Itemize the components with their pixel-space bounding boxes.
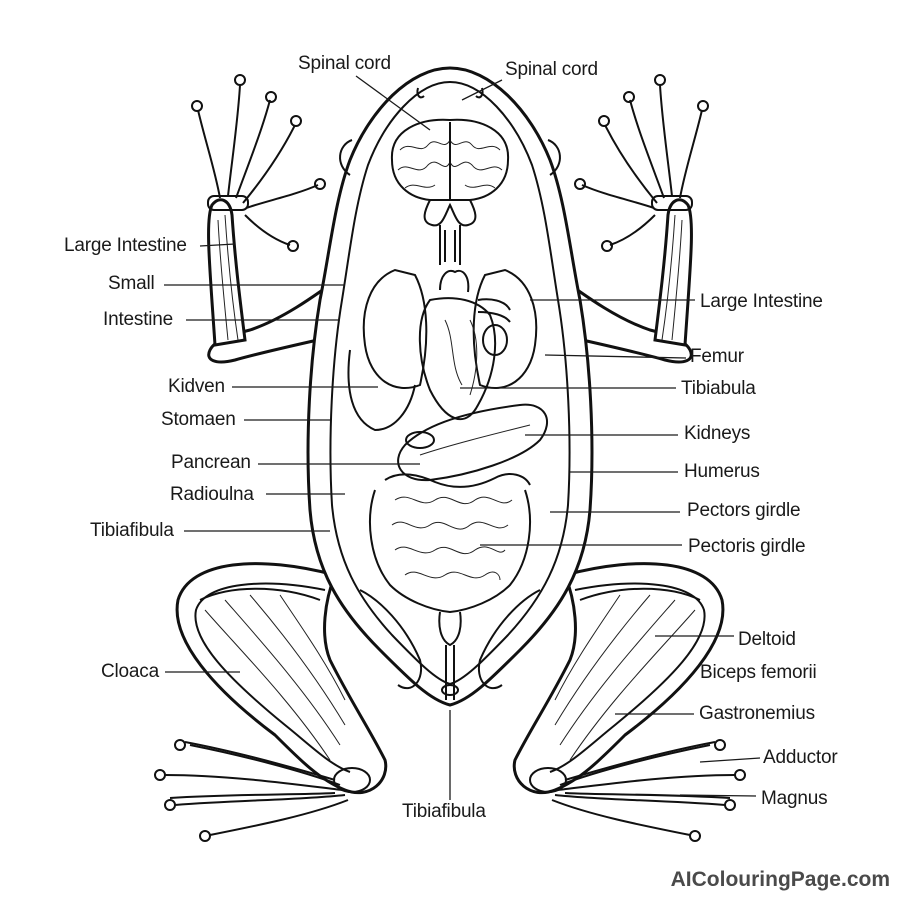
label-biceps-femorii: Biceps femorii (700, 662, 817, 683)
label-radioulna: Radioulna (170, 484, 254, 505)
frog-body (306, 66, 594, 707)
leader-lines (164, 75, 761, 800)
label-kidneys: Kidneys (684, 423, 751, 444)
label-tibiabula: Tibiabula (681, 378, 756, 399)
label-tibiafibula-bottom: Tibiafibula (402, 801, 486, 822)
leader-femur (544, 354, 687, 359)
label-large-intestine-left: Large Intestine (64, 235, 187, 256)
label-intestine: Intestine (103, 309, 174, 330)
leader-spinal-cord-right (461, 79, 503, 101)
label-tibiafibula-left: Tibiafibula (90, 520, 174, 541)
label-pancrean: Pancrean (171, 452, 251, 473)
leader-magnus (679, 794, 757, 797)
label-pectoris-girdle: Pectoris girdle (688, 536, 806, 557)
brain (390, 118, 510, 265)
label-gastronemius: Gastronemius (699, 703, 815, 724)
label-spinal-cord-left: Spinal cord (298, 53, 391, 74)
intestine (369, 473, 531, 700)
pelvis (359, 589, 541, 696)
label-stomaen: Stomaen (161, 409, 236, 430)
watermark: AIColouringPage.com (670, 868, 890, 891)
leader-large-intestine-left (199, 243, 236, 247)
label-magnus: Magnus (761, 788, 828, 809)
label-deltoid: Deltoid (738, 629, 796, 650)
label-pectors-girdle: Pectors girdle (687, 500, 801, 521)
label-small: Small (108, 273, 155, 294)
left-hind-leg (154, 562, 388, 842)
leader-adductor (699, 757, 761, 763)
label-cloaca: Cloaca (101, 661, 159, 682)
right-hind-leg (512, 562, 746, 842)
label-femur: Femur (690, 346, 744, 367)
leader-spinal-cord-left (355, 75, 431, 131)
label-kidven: Kidven (168, 376, 225, 397)
heart (418, 270, 511, 421)
label-humerus: Humerus (684, 461, 760, 482)
label-large-intestine-right: Large Intestine (700, 291, 823, 312)
stomach (397, 403, 549, 482)
label-adductor: Adductor (763, 747, 838, 768)
label-spinal-cord-right: Spinal cord (505, 59, 598, 80)
